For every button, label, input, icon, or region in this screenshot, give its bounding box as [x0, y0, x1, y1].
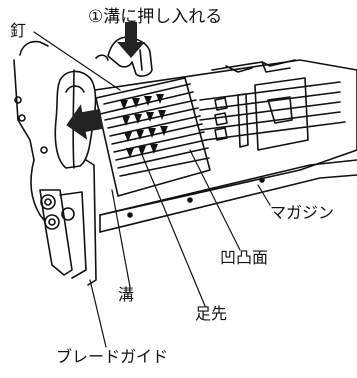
nail-label: 釘 — [10, 21, 27, 40]
leader-foot — [139, 149, 206, 307]
magazine-body — [94, 59, 357, 233]
groove-label: 溝 — [118, 285, 135, 304]
leader-guide — [89, 279, 107, 348]
push-arrow — [117, 22, 145, 58]
blade-guide-label: ブレードガイド — [56, 347, 169, 366]
leader-magazine — [257, 184, 271, 206]
nail-strip — [95, 77, 211, 197]
convex-concave-label: 凹凸面 — [220, 248, 269, 267]
step-label: ①溝に押し入れる — [88, 7, 223, 27]
nailer-handle — [13, 40, 97, 286]
leader-nail — [33, 31, 121, 91]
insert-arrow — [66, 104, 104, 140]
foot-label: 足先 — [195, 304, 228, 323]
magazine-label: マガジン — [270, 203, 335, 222]
leader-lines — [33, 31, 271, 348]
leader-convex — [189, 149, 241, 251]
leader-groove — [111, 189, 131, 288]
